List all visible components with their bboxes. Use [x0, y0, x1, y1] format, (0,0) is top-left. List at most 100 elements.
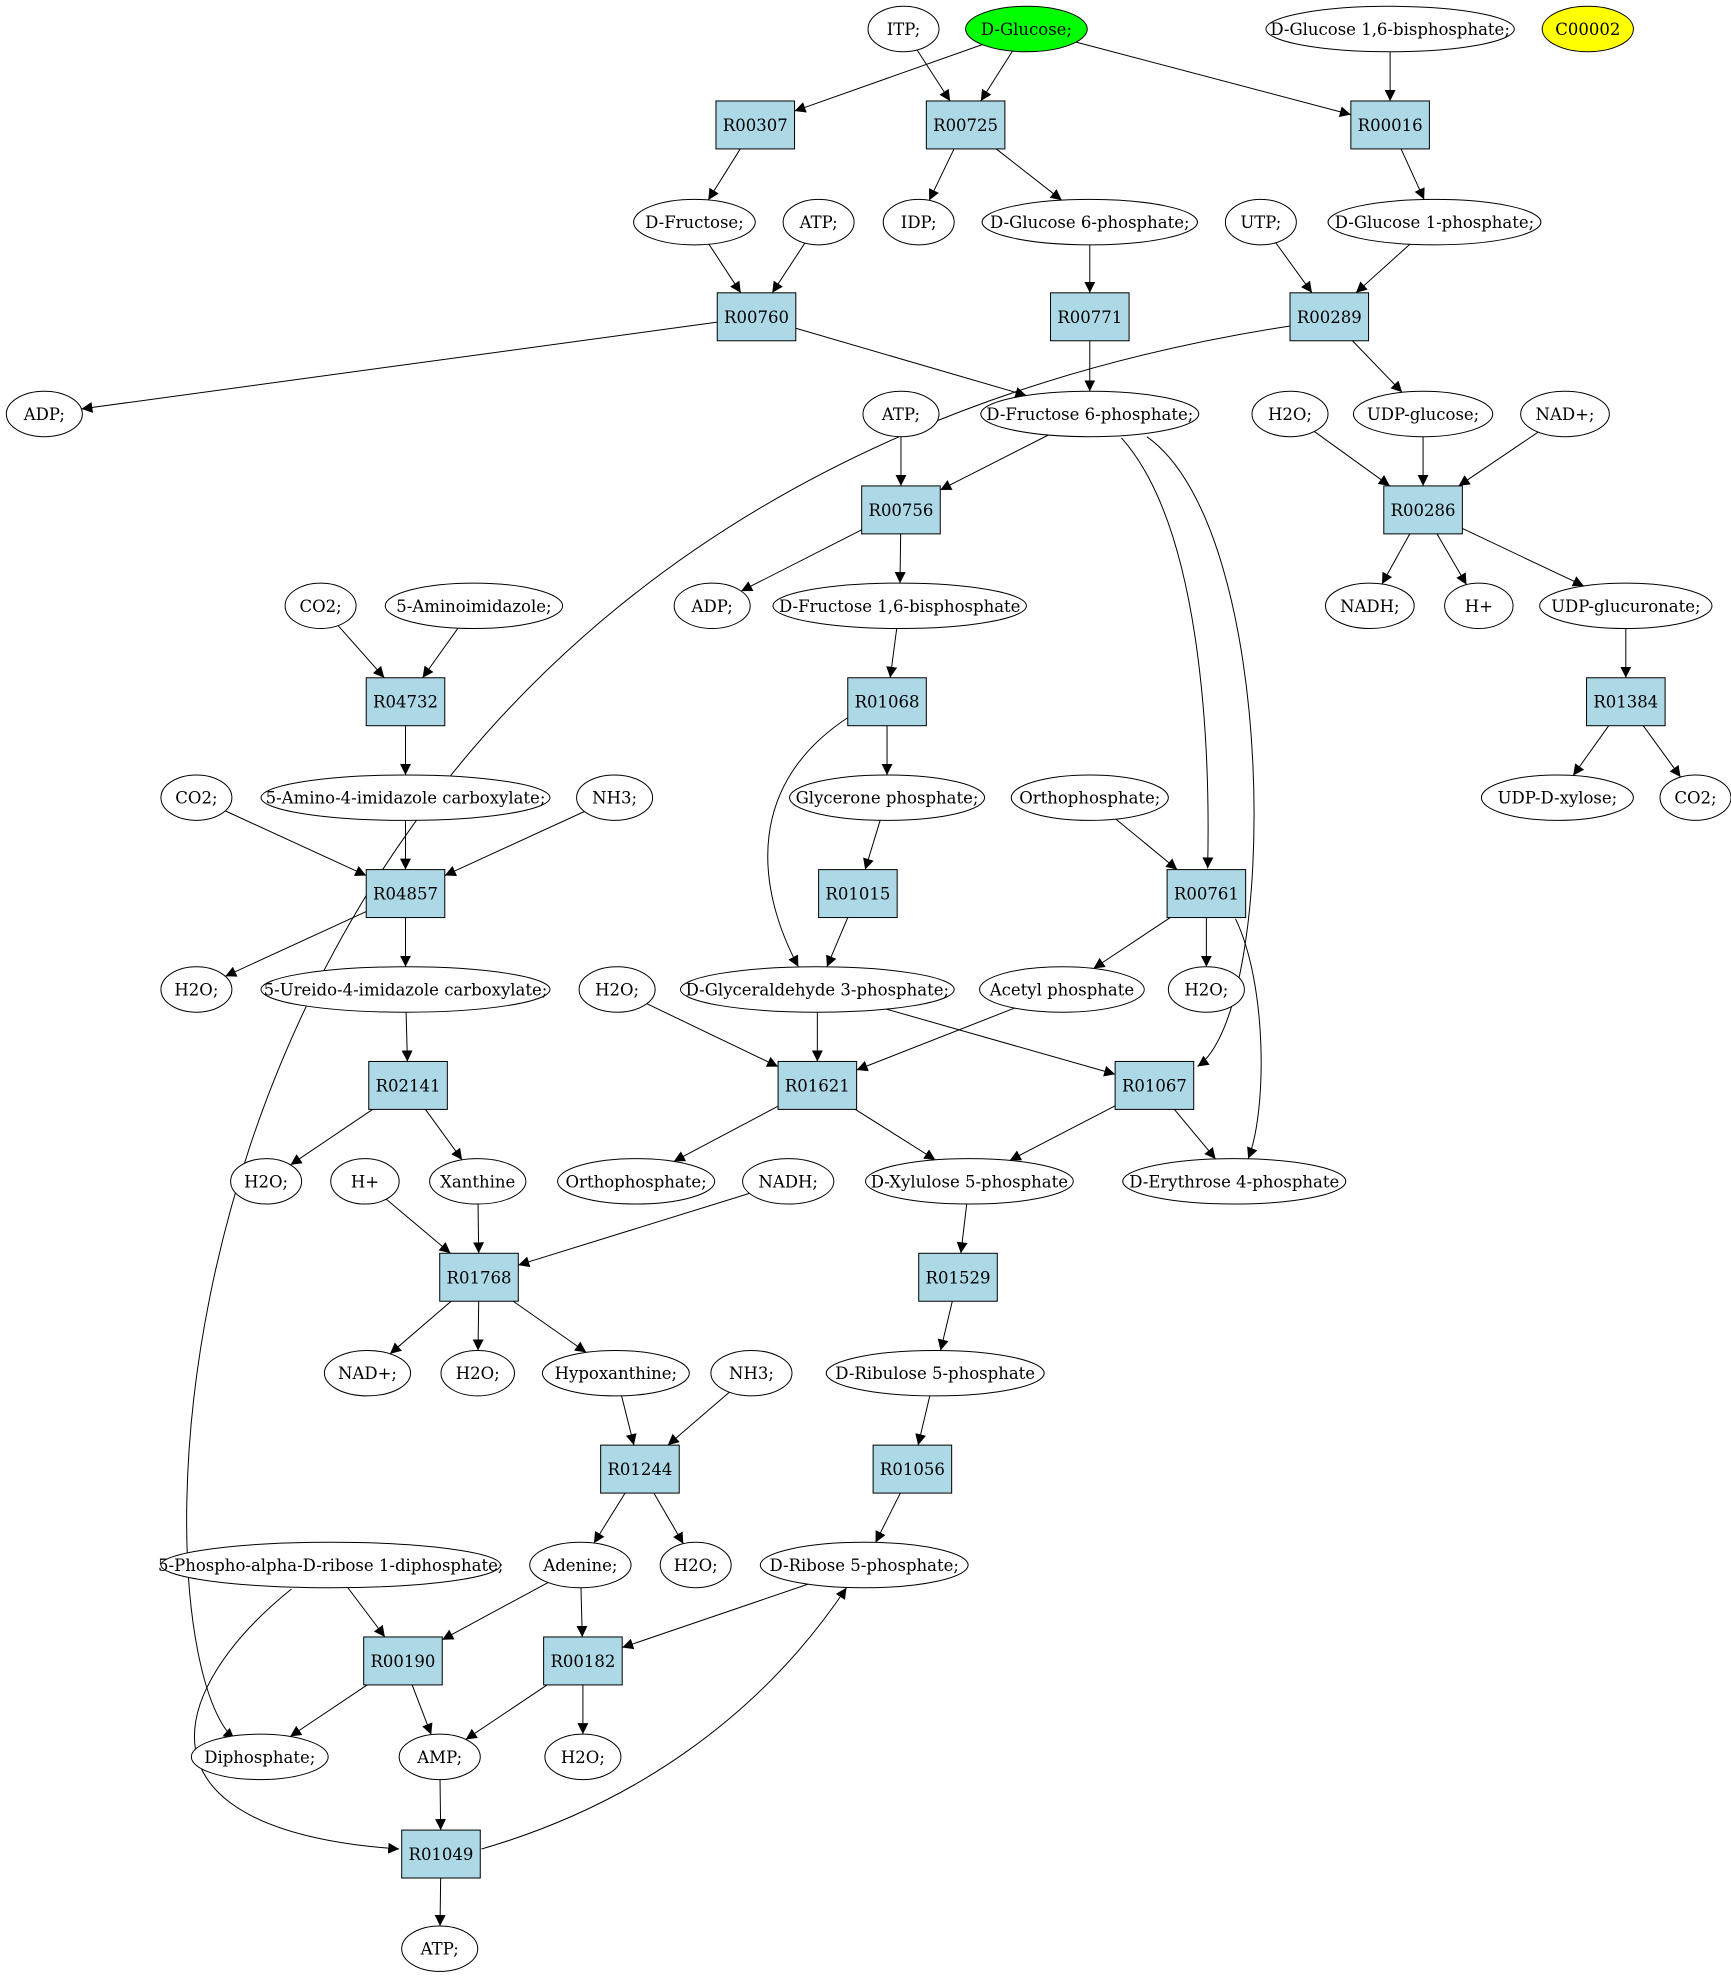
- edge-dg1p-to-R00289: [1355, 243, 1411, 294]
- compound-node-itp: ITP;: [867, 5, 940, 53]
- compound-ellipse: [5, 390, 83, 438]
- compound-node-hplus1: H+: [1444, 582, 1514, 630]
- reaction-label: R01056: [880, 1460, 945, 1479]
- compound-label: H2O;: [244, 1172, 288, 1191]
- reaction-label: R04732: [373, 693, 438, 712]
- compound-ellipse: [1265, 5, 1515, 53]
- edge-df6p-to-R00756: [940, 434, 1049, 491]
- compound-node-de4p: D-Erythrose 4-phosphate: [1122, 1158, 1347, 1205]
- compound-ellipse: [1520, 390, 1610, 438]
- compound-node-adp2: ADP;: [673, 582, 751, 630]
- reaction-box: [401, 1829, 481, 1879]
- edge-nh3a-to-R04857: [444, 811, 585, 877]
- edge-hypox-to-R01244: [621, 1395, 637, 1446]
- edge-dx5p-to-R01529: [956, 1203, 968, 1254]
- compound-node-dg1p: D-Glucose 1-phosphate;: [1327, 198, 1542, 246]
- compound-node-nh3b: NH3;: [710, 1349, 793, 1397]
- reaction-label: R00289: [1297, 308, 1362, 327]
- reaction-box: [1114, 1060, 1195, 1110]
- compound-ellipse: [772, 582, 1027, 630]
- compound-node-nadp1: NAD+;: [1520, 390, 1610, 438]
- compound-node-hplus2: H+: [330, 1158, 400, 1205]
- compound-label: H2O;: [561, 1748, 605, 1767]
- edge-R02141-to-xanthine: [425, 1109, 463, 1161]
- compound-label: UDP-glucuronate;: [1551, 597, 1700, 616]
- compound-label: H+: [351, 1172, 379, 1191]
- reaction-label: R00286: [1391, 501, 1456, 520]
- reaction-node-r01068: R01068: [847, 677, 927, 727]
- compound-node-dg16bp: D-Glucose 1,6-bisphosphate;: [1265, 5, 1515, 53]
- edge-R00286-to-udpglcur: [1462, 528, 1585, 587]
- compound-label: H2O;: [456, 1364, 500, 1383]
- compound-label: NADH;: [758, 1172, 818, 1191]
- compound-node-df16bp: D-Fructose 1,6-bisphosphate: [772, 582, 1027, 630]
- reaction-node-r01049: R01049: [401, 1829, 481, 1879]
- compound-ellipse: [578, 966, 656, 1013]
- compound-ellipse: [1659, 774, 1731, 821]
- compound-ellipse: [1167, 966, 1245, 1013]
- compound-ellipse: [160, 1541, 502, 1589]
- reaction-label: R01529: [926, 1268, 991, 1287]
- compound-node-atp3: ATP;: [401, 1925, 479, 1972]
- edge-R01049-to-dr5p: [481, 1587, 847, 1850]
- edge-R01056-to-dr5p: [875, 1492, 901, 1543]
- compound-node-adenine: Adenine;: [529, 1541, 632, 1589]
- compound-label: CO2;: [1674, 789, 1716, 808]
- reaction-node-r00016: R00016: [1350, 100, 1430, 150]
- reaction-label: R00760: [724, 308, 789, 327]
- compound-node-co2b: CO2;: [160, 774, 233, 821]
- compound-node-udpglcur: UDP-glucuronate;: [1539, 582, 1713, 630]
- compound-node-h2o8: H2O;: [544, 1733, 622, 1781]
- edge-R00760-to-df6p: [795, 327, 1027, 398]
- reaction-box: [1350, 100, 1430, 150]
- edge-R01015-to-dga3p: [826, 917, 849, 968]
- compound-node-ortho1: Orthophosphate;: [1010, 774, 1169, 821]
- compound-node-dga3p: D-Glyceraldehyde 3-phosphate;: [679, 966, 955, 1013]
- compound-node-diph: Diphosphate;: [190, 1733, 329, 1781]
- edge-xanthine-to-R01768: [473, 1204, 485, 1254]
- compound-node-dr5pu: D-Ribulose 5-phosphate: [825, 1349, 1045, 1397]
- compound-ellipse: [384, 582, 564, 630]
- reaction-label: R00771: [1057, 308, 1122, 327]
- compound-label: 5-Ureido-4-imidazole carboxylate;: [264, 981, 548, 1000]
- edge-utp-to-R00289: [1275, 242, 1313, 294]
- edge-R00761-to-de4p: [1235, 918, 1262, 1159]
- reaction-box: [1383, 485, 1463, 535]
- reaction-label: R00725: [933, 116, 998, 135]
- edge-R01067-to-dx5p: [1009, 1105, 1116, 1161]
- reaction-node-r02141: R02141: [368, 1060, 448, 1110]
- compound-ellipse: [1224, 198, 1297, 246]
- compound-node-c00002: C00002: [1541, 5, 1634, 53]
- compound-label: D-Fructose 1,6-bisphosphate: [779, 597, 1021, 616]
- compound-ellipse: [862, 390, 940, 438]
- compound-node-hypox: Hypoxanthine;: [541, 1349, 690, 1397]
- reaction-label: R01049: [409, 1845, 474, 1864]
- reaction-label: R01015: [825, 885, 890, 904]
- edge-R00725-to-dg6p: [995, 148, 1063, 201]
- compound-label: NAD+;: [338, 1364, 397, 1383]
- edge-co2a-to-R04732: [337, 625, 385, 679]
- compound-ellipse: [782, 198, 855, 246]
- edge-df6p-to-R01067: [1146, 436, 1255, 1067]
- compound-ellipse: [1327, 198, 1542, 246]
- compound-label: ITP;: [887, 20, 921, 39]
- compound-ellipse: [1122, 1158, 1347, 1205]
- compound-node-prpp: 5-Phospho-alpha-D-ribose 1-diphosphate;: [158, 1541, 503, 1589]
- reaction-node-r01384: R01384: [1586, 677, 1666, 727]
- edge-hplus2-to-R01768: [385, 1198, 451, 1254]
- compound-ellipse: [398, 1733, 481, 1781]
- edge-R01621-to-dx5p: [855, 1108, 936, 1161]
- compound-label: D-Glyceraldehyde 3-phosphate;: [686, 981, 949, 1000]
- reaction-node-r00761: R00761: [1166, 869, 1247, 919]
- edge-R01244-to-h2o7: [653, 1492, 684, 1544]
- compound-label: Hypoxanthine;: [555, 1364, 677, 1383]
- edge-R00289-to-udpglucose: [1352, 340, 1403, 393]
- compound-label: D-Glucose 1-phosphate;: [1335, 213, 1535, 232]
- compound-label: H2O;: [1184, 981, 1228, 1000]
- compound-node-h2o2: H2O;: [160, 966, 233, 1013]
- compound-node-atp2: ATP;: [862, 390, 940, 438]
- edge-R01768-to-hypox: [512, 1300, 587, 1353]
- compound-node-idp: IDP;: [882, 198, 955, 246]
- edge-glycp-to-R01015: [863, 820, 881, 870]
